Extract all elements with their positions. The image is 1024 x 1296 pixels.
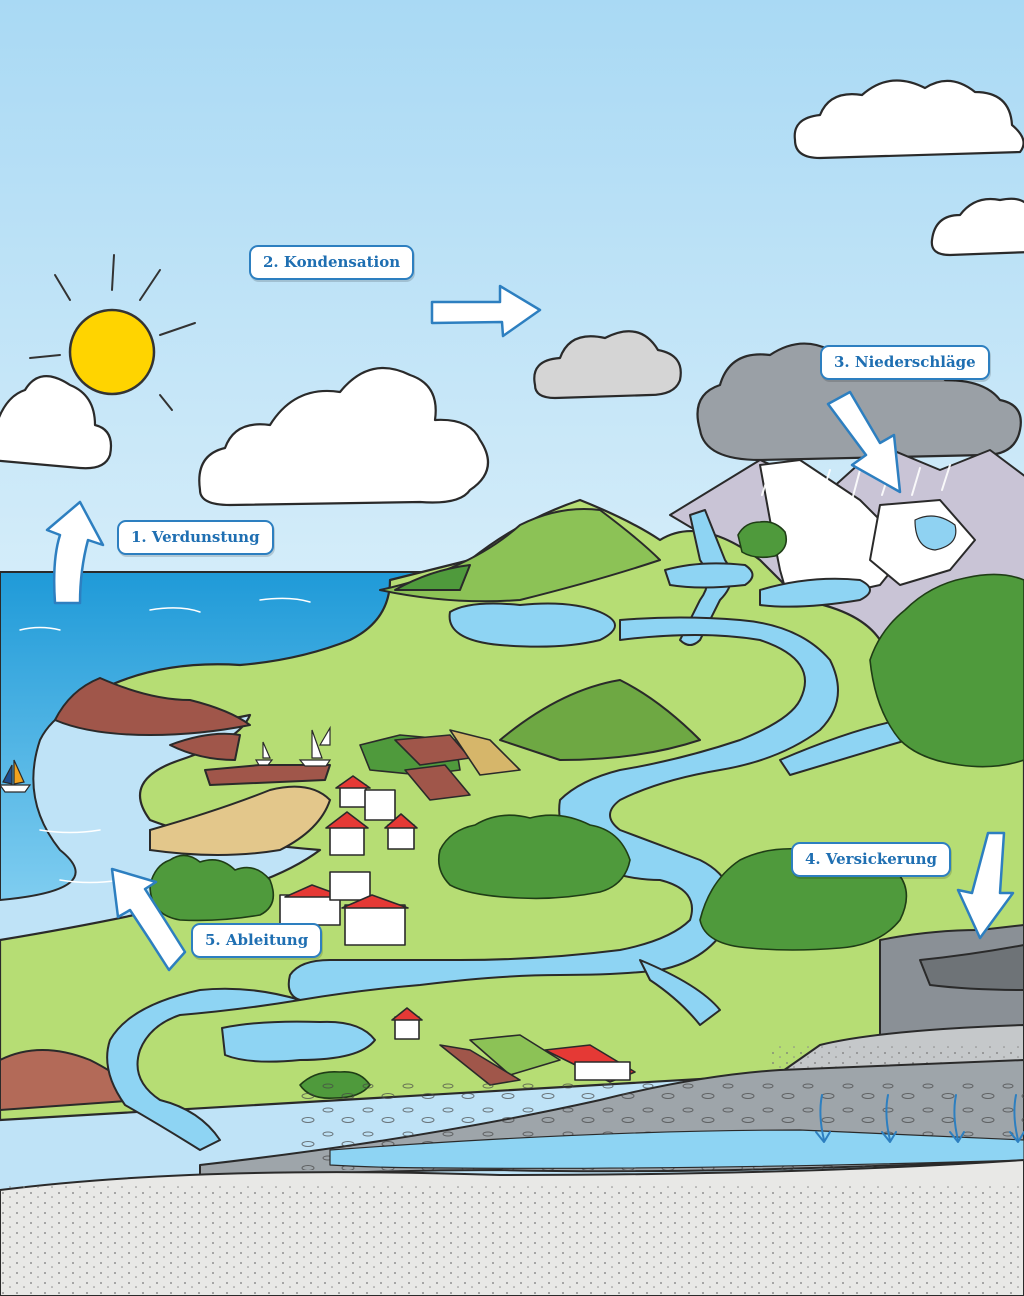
landscape	[0, 498, 1024, 1122]
cloud-icon	[793, 79, 1024, 160]
stage-label-versickerung: 4. Versickerung	[791, 842, 952, 877]
stage-label-niederschlaege: 3. Niederschläge	[820, 345, 990, 380]
cloud-icon	[0, 375, 113, 470]
headland	[0, 677, 331, 1111]
cloud-icon	[533, 330, 682, 400]
beach	[149, 785, 332, 856]
stage-label-kondensation: 2. Kondensation	[249, 245, 415, 280]
arrow-right-icon	[430, 284, 542, 338]
cloud-icon	[930, 197, 1024, 257]
infiltration-arrow-icon	[815, 1094, 1024, 1143]
strata	[0, 924, 1024, 1296]
sun-icon	[29, 254, 196, 411]
cloud-icon	[198, 367, 490, 507]
waves	[19, 597, 311, 884]
water-bodies	[106, 509, 1001, 1151]
arrow-up-left-icon	[110, 867, 187, 972]
sailboat-icon	[0, 725, 332, 793]
hills	[379, 508, 701, 761]
village	[279, 775, 636, 1083]
arrow-up-icon	[45, 500, 105, 605]
stage-label-verdunstung: 1. Verdunstung	[117, 520, 274, 555]
arrow-down-right-icon	[826, 390, 902, 494]
stage-label-ableitung: 5. Ableitung	[191, 923, 323, 958]
arrow-down-icon	[956, 831, 1015, 940]
fields	[359, 729, 561, 1086]
